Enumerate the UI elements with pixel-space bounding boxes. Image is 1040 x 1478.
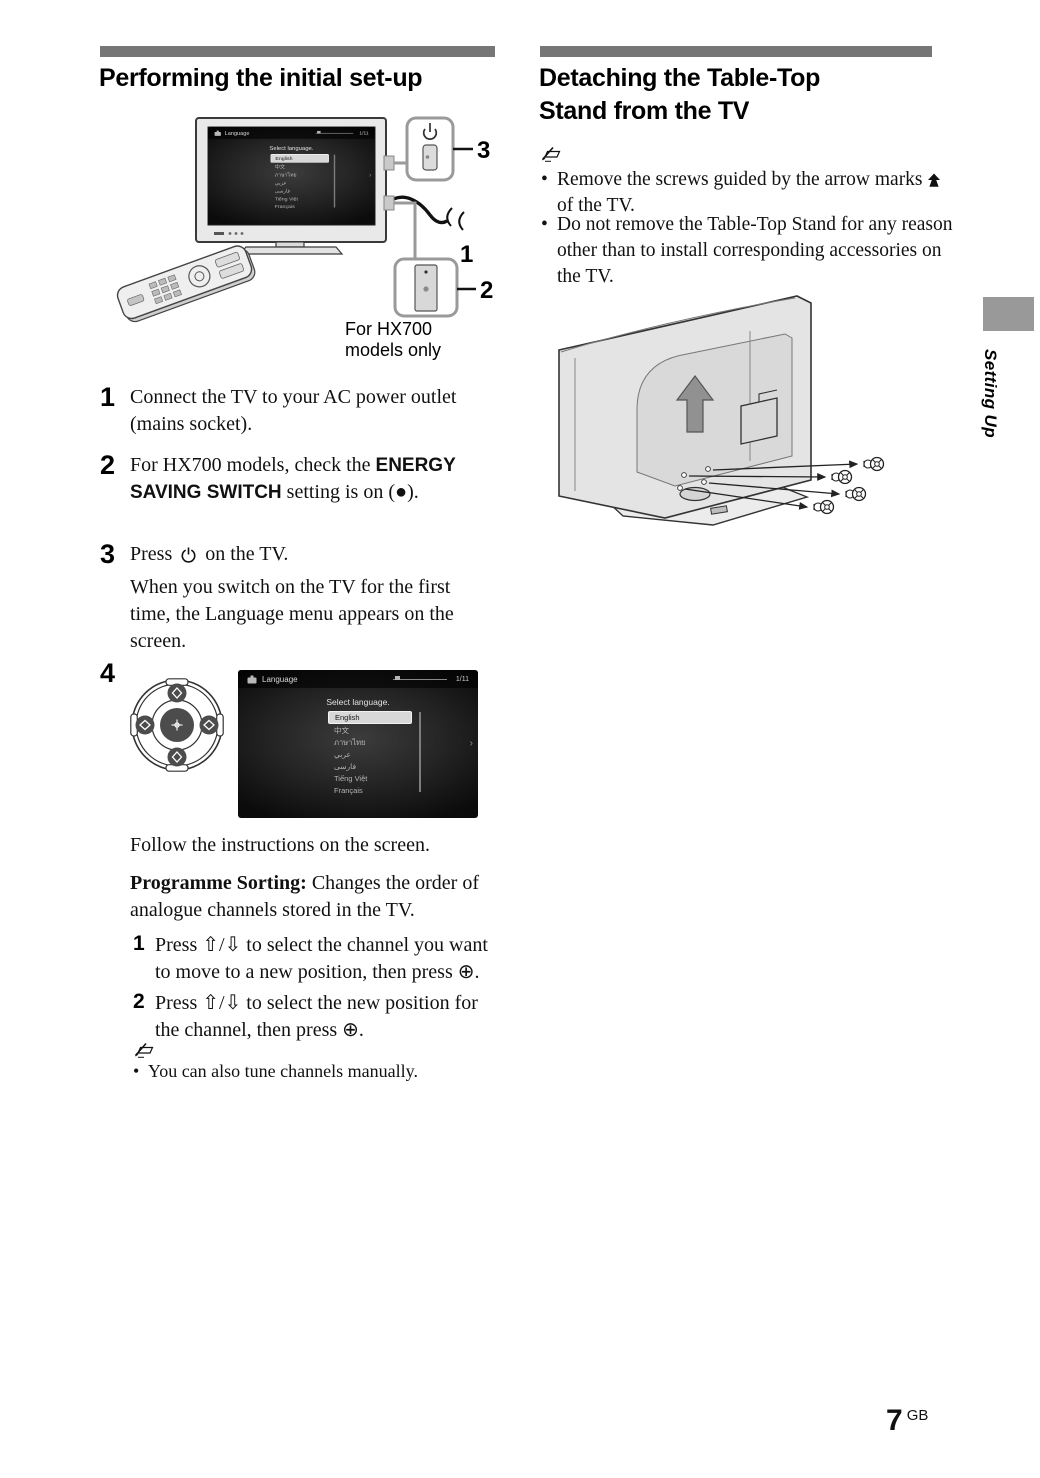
left-section-title: Performing the initial set-up — [99, 64, 423, 92]
page-region: GB — [906, 1407, 929, 1424]
stand-screw — [863, 456, 885, 472]
language-option[interactable]: عربي — [274, 179, 287, 186]
settings-icon — [247, 675, 257, 683]
arrow-mark-icon — [927, 173, 940, 187]
step-text: Connect the TV to your AC power outlet (… — [130, 386, 457, 435]
substep-1: 1 Press ⇧/⇩ to select the channel you wa… — [133, 932, 505, 986]
right-title-line1: Detaching the Table-Top — [539, 64, 821, 92]
dpad-arrow-buttons[interactable] — [135, 683, 219, 767]
note-bullet-2: •Do not remove the Table-Top Stand for a… — [541, 214, 953, 287]
language-list: English 中文 ภาษาไทย عربي فارسی Tiếng Việt… — [270, 154, 336, 211]
note-pencil-icon — [134, 1042, 154, 1058]
step-detail: When you switch on the TV for the first … — [130, 576, 454, 652]
stand-screw — [831, 469, 853, 485]
language-option[interactable]: Tiếng Việt — [334, 774, 368, 783]
follow-instructions-text: Follow the instructions on the screen. — [130, 834, 430, 856]
language-option[interactable]: ภาษาไทย — [274, 171, 297, 178]
page-number: 7 — [886, 1404, 903, 1437]
language-menu-screen: Language 1/11 Select language. English 中… — [238, 670, 478, 818]
substep-text: Press ⇧/⇩ to select the new position for… — [155, 992, 478, 1041]
language-option[interactable]: English — [270, 154, 329, 163]
programme-sorting-label: Programme Sorting: — [130, 872, 307, 894]
callout-3-label: 3 — [477, 137, 490, 164]
power-cord — [384, 195, 448, 225]
power-icon — [422, 123, 438, 140]
step-number: 3 — [100, 539, 116, 569]
screen-title: Language — [262, 674, 298, 684]
substep-2: 2 Press ⇧/⇩ to select the new position f… — [133, 990, 505, 1044]
tv-stand-base — [238, 246, 344, 255]
stand-neck — [679, 486, 711, 502]
screen-title: Language — [224, 129, 250, 136]
substep-number: 2 — [133, 990, 145, 1013]
stand-removal-figure — [558, 295, 885, 526]
programme-sorting-paragraph: Programme Sorting: Changes the order of … — [130, 872, 479, 921]
remote-control — [116, 245, 256, 323]
power-button-callout — [405, 116, 473, 182]
dpad-illustration — [130, 678, 224, 772]
chapter-tab — [983, 297, 1034, 331]
power-button — [422, 144, 438, 171]
language-option[interactable]: 中文 — [274, 163, 286, 170]
chapter-tab-label: Setting Up — [981, 349, 1000, 438]
next-arrow: › — [469, 738, 473, 749]
stand-screw — [813, 499, 835, 515]
language-menu-screen-mini: Language 1/11 Select language. English 中… — [208, 127, 375, 225]
page-indicator: 1/11 — [359, 130, 369, 136]
step-text: Press on the TV. — [130, 543, 289, 565]
screen-prompt: Select language. — [269, 144, 314, 152]
setup-figure: 3 1 2 — [88, 112, 500, 364]
tv-mini-screen-wrap: Language 1/11 Select language. English 中… — [208, 127, 375, 225]
screen-prompt: Select language. — [326, 697, 390, 707]
step-number: 1 — [100, 382, 116, 412]
language-option[interactable]: Français — [334, 786, 363, 795]
right-section-title: Detaching the Table-Top Stand from the T… — [539, 62, 939, 128]
step-number: 2 — [100, 450, 116, 480]
progress-line — [315, 130, 354, 134]
substep-number: 1 — [133, 932, 145, 955]
energy-saving-switch-callout — [393, 257, 476, 318]
section-bar-right — [540, 46, 932, 57]
figure-caption: For HX700 models only — [345, 319, 442, 360]
energy-saving-switch-label: ENERGY SAVING SWITCH — [130, 455, 456, 503]
callout-2-label: 2 — [480, 277, 493, 304]
step-number: 4 — [100, 658, 116, 688]
step-text: For HX700 models, check the ENERGY SAVIN… — [130, 454, 456, 503]
step-2: 2 For HX700 models, check the ENERGY SAV… — [100, 450, 500, 506]
terminal-cover — [740, 397, 778, 445]
tv-stand-neck — [275, 241, 305, 248]
section-bar-left — [100, 46, 495, 57]
language-option[interactable]: Français — [274, 203, 295, 210]
rear-recess-panel — [636, 333, 793, 487]
lift-direction-arrow — [675, 375, 715, 433]
progress-line — [392, 675, 447, 680]
right-title-line2: Stand from the TV — [539, 97, 750, 125]
language-option[interactable]: 中文 — [334, 726, 349, 735]
settings-icon — [214, 130, 221, 136]
page-indicator: 1/11 — [455, 675, 469, 683]
note-bullet-1: •Remove the screws guided by the arrow m… — [540, 167, 955, 219]
step-1: 1 Connect the TV to your AC power outlet… — [100, 382, 500, 438]
next-arrow: › — [369, 171, 372, 180]
language-list: English 中文 ภาษาไทย عربي فارسی Tiếng Việt… — [328, 711, 421, 797]
tip-text: •You can also tune channels manually. — [133, 1061, 418, 1081]
stand-screw — [845, 486, 867, 502]
language-option[interactable]: فارسی — [274, 187, 291, 194]
substep-text: Press ⇧/⇩ to select the channel you want… — [155, 934, 488, 983]
language-option[interactable]: ภาษาไทย — [334, 738, 366, 747]
scrollbar — [333, 154, 336, 208]
language-option[interactable]: عربي — [334, 750, 351, 759]
power-icon — [181, 547, 196, 563]
note-pencil-icon — [541, 146, 561, 162]
language-option[interactable]: Tiếng Việt — [274, 195, 298, 202]
scrollbar — [419, 712, 421, 792]
callout-1-label: 1 — [460, 241, 473, 268]
page-footer: 7 GB — [886, 1404, 928, 1438]
step-3: 3 Press on the TV. When you switch on th… — [100, 539, 500, 655]
language-option[interactable]: English — [328, 711, 412, 724]
language-option[interactable]: فارسی — [334, 762, 357, 771]
